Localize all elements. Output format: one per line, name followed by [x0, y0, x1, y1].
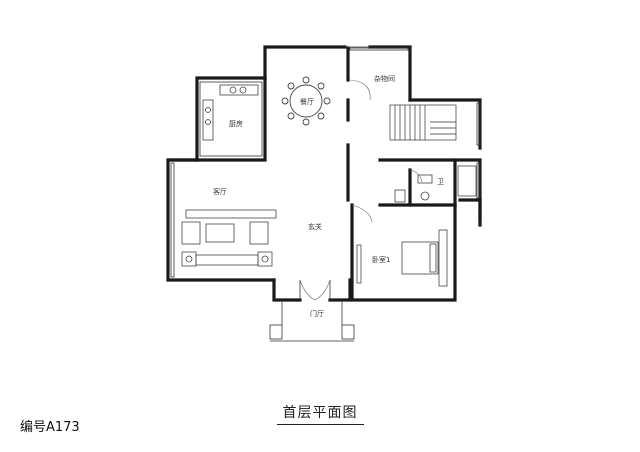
plan-title-text: 首层平面图	[276, 402, 364, 425]
plan-code: 编号A173	[20, 420, 80, 435]
room-label-entrance: 门厅	[310, 309, 324, 318]
room-label-dining: 餐厅	[300, 97, 314, 106]
room-label-storage: 杂物间	[374, 74, 395, 83]
room-label-bedroom: 卧室1	[372, 255, 390, 264]
walls	[166, 45, 482, 302]
kitchen-counter	[202, 84, 259, 141]
entrance-porch	[269, 280, 355, 342]
dining-table	[281, 76, 331, 126]
door-swings	[299, 79, 423, 301]
inner-lines	[170, 46, 481, 278]
room-label-living: 客厅	[213, 187, 227, 196]
stairs	[389, 104, 457, 141]
room-label-foyer: 玄关	[308, 222, 322, 231]
bed	[356, 229, 448, 287]
living-room-sofa	[181, 209, 277, 267]
plan-title: 首层平面图	[0, 402, 640, 425]
room-label-bathroom: 卫	[437, 178, 444, 186]
bathroom-fixtures	[394, 165, 477, 203]
room-label-kitchen: 厨房	[229, 119, 243, 128]
